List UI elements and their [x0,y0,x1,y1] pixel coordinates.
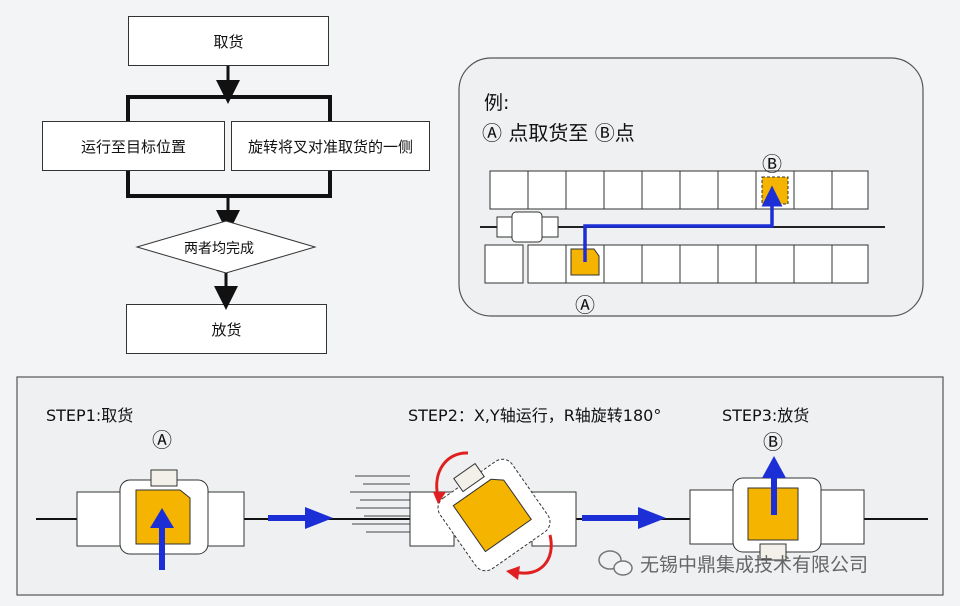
step1-mark-a: Ⓐ [152,428,172,452]
fork-bar-bottom [126,171,332,198]
flow-step-move: 运行至目标位置 [42,121,225,171]
shuttle-step3 [689,456,865,561]
shuttle-small [496,211,559,243]
example-description: Ⓐ 点取货至 Ⓑ点 [482,121,635,145]
fork-bar-top [126,95,332,121]
example-title: 例: [484,92,510,114]
shuttle-step1 [76,469,245,570]
decision-label: 两者均完成 [184,241,254,257]
step3-mark-b: Ⓑ [763,430,783,454]
point-b-label: Ⓑ [762,152,782,176]
step1-label: STEP1:取货 [46,406,134,425]
watermark-text: 无锡中鼎集成技术有限公司 [640,554,869,576]
flow-step-place-label: 放货 [211,320,242,339]
flow-step-rotate-label: 旋转将叉对准取货的一侧 [247,137,413,156]
wechat-icon [598,550,633,576]
step2-label: STEP2：X,Y轴运行，R轴旋转180° [408,406,662,425]
move-arrow-1 [268,507,333,529]
step3-label: STEP3:放货 [722,406,810,425]
flow-step-pick-label: 取货 [213,32,244,51]
flow-step-place: 放货 [126,304,327,354]
motion-lines [350,475,410,533]
flow-step-pick: 取货 [128,16,329,66]
path-arrow [583,185,783,262]
point-a-label: Ⓐ [575,293,595,317]
cargo-b [761,176,789,205]
shuttle-step2 [409,451,577,580]
rack-top [489,170,869,210]
rack-bottom [484,244,869,284]
move-arrow-2 [582,507,666,529]
flow-step-move-label: 运行至目标位置 [80,137,186,156]
flow-step-rotate: 旋转将叉对准取货的一侧 [231,121,430,171]
